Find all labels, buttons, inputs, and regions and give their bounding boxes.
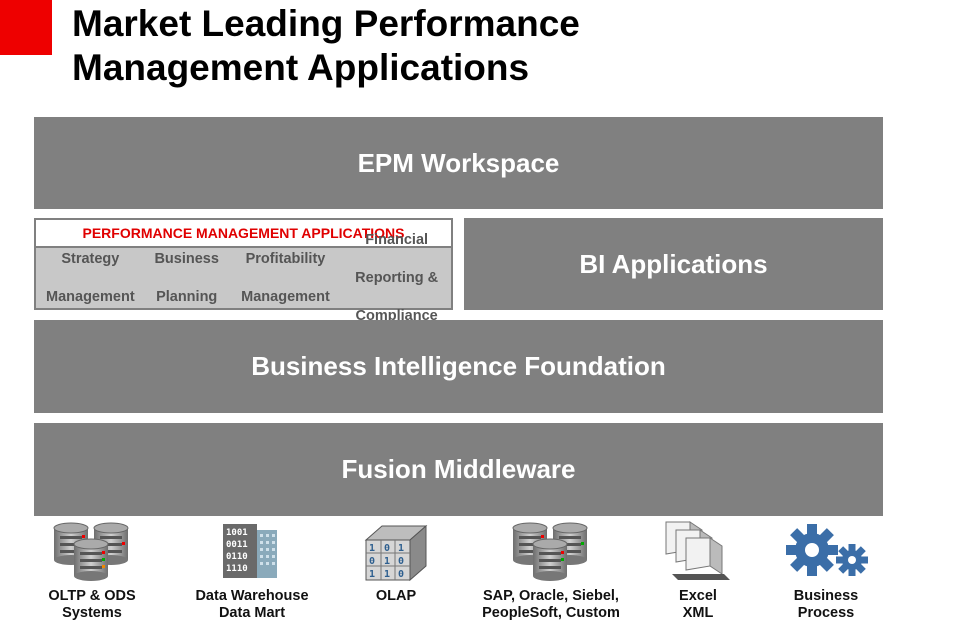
pma-item-line: Compliance <box>355 307 438 324</box>
source-label-line: Data Warehouse <box>195 588 309 604</box>
pma-item-business-planning: Business Planning <box>145 231 229 326</box>
pma-item-line: Planning <box>156 288 218 305</box>
pma-item-line: Management <box>241 288 330 305</box>
performance-management-applications-box: PERFORMANCE MANAGEMENT APPLICATIONS Stra… <box>34 218 453 324</box>
svg-text:0110: 0110 <box>226 552 248 562</box>
source-data-warehouse: 1001 0011 0110 1110 Data Warehouse Data … <box>180 520 324 622</box>
svg-text:1: 1 <box>384 569 390 580</box>
svg-text:1: 1 <box>369 543 375 554</box>
bi-foundation-label: Business Intelligence Foundation <box>251 351 666 381</box>
epm-workspace-label: EPM Workspace <box>357 147 560 178</box>
source-oltp-ods: OLTP & ODS Systems <box>28 520 156 622</box>
pma-item-line: Management <box>46 288 135 305</box>
pma-item-line: Financial <box>365 231 429 248</box>
fusion-middleware-label: Fusion Middleware <box>341 454 576 484</box>
bi-applications-layer: BI Applications <box>464 218 883 310</box>
svg-text:1: 1 <box>369 569 375 580</box>
bi-applications-label: BI Applications <box>579 248 768 279</box>
database-cluster-icon <box>28 520 156 582</box>
page-title: Market Leading Performance Management Ap… <box>72 2 892 90</box>
page-title-line-1: Market Leading Performance <box>72 3 580 44</box>
gears-icon <box>772 520 880 582</box>
page-title-line-2: Management Applications <box>72 47 530 88</box>
svg-text:1: 1 <box>384 556 390 567</box>
source-excel-xml: Excel XML <box>652 520 744 622</box>
source-label: Excel XML <box>652 588 744 622</box>
source-label-line: Excel <box>679 588 717 604</box>
source-label-line: Systems <box>62 605 122 621</box>
data-warehouse-building-icon: 1001 0011 0110 1110 <box>180 520 324 582</box>
database-cluster-icon <box>466 520 636 582</box>
red-accent-block <box>0 0 52 55</box>
svg-text:1: 1 <box>398 543 404 554</box>
pma-item-profitability-management: Profitability Management <box>229 231 343 326</box>
svg-text:0: 0 <box>369 556 375 567</box>
source-label-line: OLAP <box>375 588 417 604</box>
source-label: SAP, Oracle, Siebel, PeopleSoft, Custom <box>466 588 636 622</box>
pma-header: PERFORMANCE MANAGEMENT APPLICATIONS <box>36 220 451 248</box>
documents-icon <box>652 520 744 582</box>
source-label: Data Warehouse Data Mart <box>180 588 324 622</box>
svg-text:0: 0 <box>398 569 404 580</box>
source-label-line: XML <box>682 605 714 621</box>
source-label: Business Process <box>772 588 880 622</box>
source-label-line: Data Mart <box>218 605 286 621</box>
svg-text:0011: 0011 <box>226 540 248 550</box>
source-label-line: PeopleSoft, Custom <box>482 605 620 621</box>
svg-text:0: 0 <box>398 556 404 567</box>
pma-item-line: Profitability <box>245 250 326 267</box>
epm-workspace-layer: EPM Workspace <box>34 117 883 209</box>
pma-item-line: Reporting & <box>355 269 439 286</box>
source-label-line: SAP, Oracle, Siebel, <box>483 588 619 604</box>
svg-text:0: 0 <box>384 543 390 554</box>
source-label-line: Business <box>793 588 859 604</box>
source-enterprise-apps: SAP, Oracle, Siebel, PeopleSoft, Custom <box>466 520 636 622</box>
source-label-line: Process <box>797 605 855 621</box>
source-business-process: Business Process <box>772 520 880 622</box>
pma-item-financial-reporting-compliance: Financial Reporting & Compliance <box>342 212 451 345</box>
source-label-line: OLTP & ODS <box>48 588 136 604</box>
svg-text:1110: 1110 <box>226 564 248 574</box>
pma-item-line: Business <box>154 250 219 267</box>
pma-items: Strategy Management Business Planning Pr… <box>36 232 451 324</box>
bi-foundation-layer: Business Intelligence Foundation <box>34 320 883 413</box>
pma-item-line: Strategy <box>61 250 120 267</box>
fusion-middleware-layer: Fusion Middleware <box>34 423 883 516</box>
source-label: OLAP <box>352 588 440 605</box>
pma-item-strategy-management: Strategy Management <box>36 231 145 326</box>
source-label: OLTP & ODS Systems <box>28 588 156 622</box>
svg-text:1001: 1001 <box>226 528 248 538</box>
